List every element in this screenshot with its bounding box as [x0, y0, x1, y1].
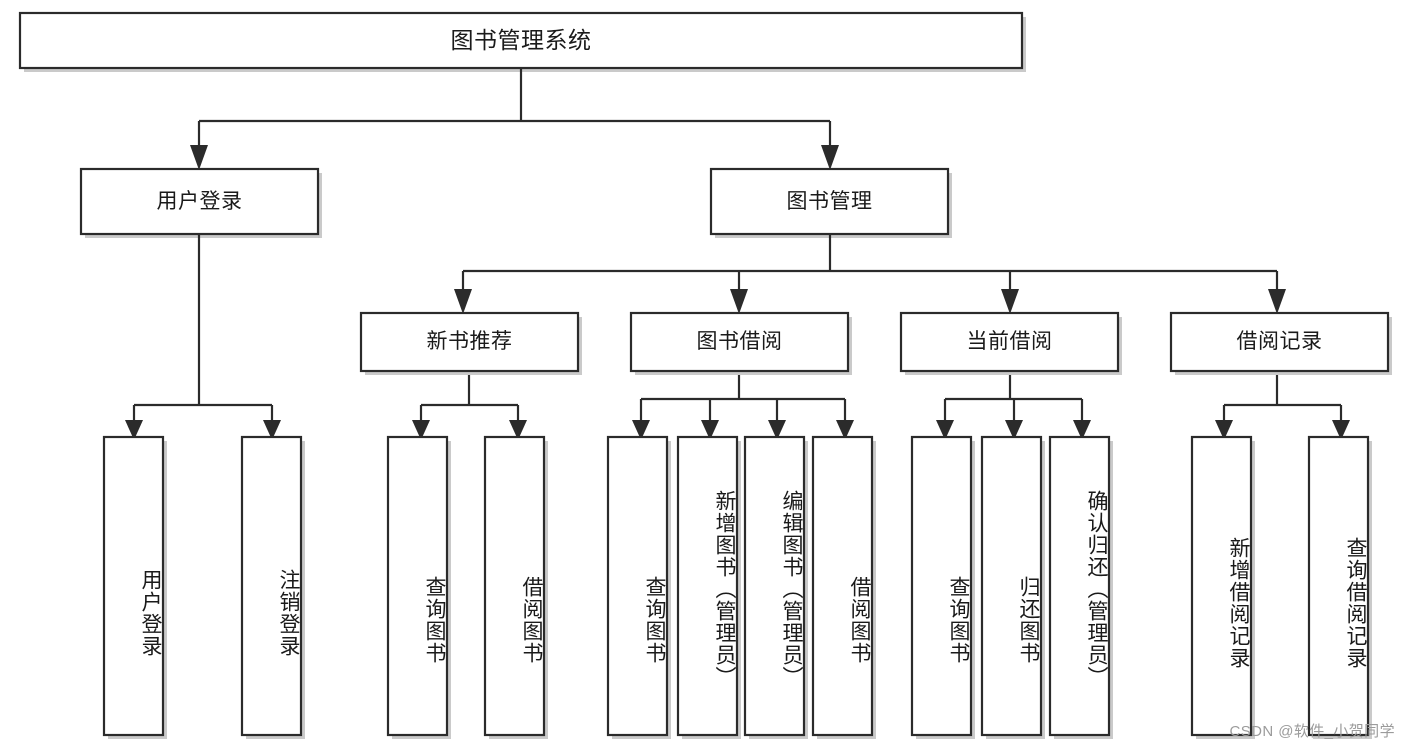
arrow-heads	[125, 145, 1350, 440]
box-leaf-user-login-0	[102, 435, 165, 737]
node-boxes	[18, 11, 1390, 737]
box-leaf-records-1	[1307, 435, 1370, 737]
box-leaf-borrow-3	[811, 435, 874, 737]
box-book-borrow	[629, 311, 850, 373]
box-leaf-borrow-0	[606, 435, 669, 737]
node-leaf-current-1[interactable]	[982, 437, 1041, 735]
box-user-login	[79, 167, 320, 236]
node-leaf-current-2[interactable]	[1050, 437, 1109, 735]
node-leaf-new-book-1[interactable]	[485, 437, 544, 735]
box-borrow-records	[1169, 311, 1390, 373]
box-leaf-current-0	[910, 435, 973, 737]
box-leaf-new-book-1	[483, 435, 546, 737]
node-root[interactable]	[20, 13, 1022, 68]
box-leaf-current-1	[980, 435, 1043, 737]
node-book-borrow[interactable]	[631, 313, 848, 371]
box-leaf-current-2	[1048, 435, 1111, 737]
node-leaf-current-0[interactable]	[912, 437, 971, 735]
watermark-label: CSDN @软件_小贺同学	[1229, 723, 1395, 740]
box-leaf-user-login-1	[240, 435, 303, 737]
node-current-borrow[interactable]	[901, 313, 1118, 371]
box-leaf-borrow-1	[676, 435, 739, 737]
node-new-book-recommend[interactable]	[361, 313, 578, 371]
box-root	[18, 11, 1024, 70]
node-book-management[interactable]	[711, 169, 948, 234]
box-leaf-new-book-0	[386, 435, 449, 737]
connector-lines	[132, 68, 1343, 420]
box-book-management	[709, 167, 950, 236]
node-leaf-borrow-1[interactable]	[678, 437, 737, 735]
node-borrow-records[interactable]	[1171, 313, 1388, 371]
box-leaf-borrow-2	[743, 435, 806, 737]
node-leaf-borrow-3[interactable]	[813, 437, 872, 735]
node-leaf-records-1[interactable]	[1309, 437, 1368, 735]
box-leaf-records-0	[1190, 435, 1253, 737]
node-leaf-records-0[interactable]	[1192, 437, 1251, 735]
box-current-borrow	[899, 311, 1120, 373]
node-leaf-user-login-1[interactable]	[242, 437, 301, 735]
node-leaf-borrow-2[interactable]	[745, 437, 804, 735]
box-new-book-recommend	[359, 311, 580, 373]
node-leaf-borrow-0[interactable]	[608, 437, 667, 735]
node-leaf-user-login-0[interactable]	[104, 437, 163, 735]
node-leaf-new-book-0[interactable]	[388, 437, 447, 735]
node-user-login[interactable]	[81, 169, 318, 234]
